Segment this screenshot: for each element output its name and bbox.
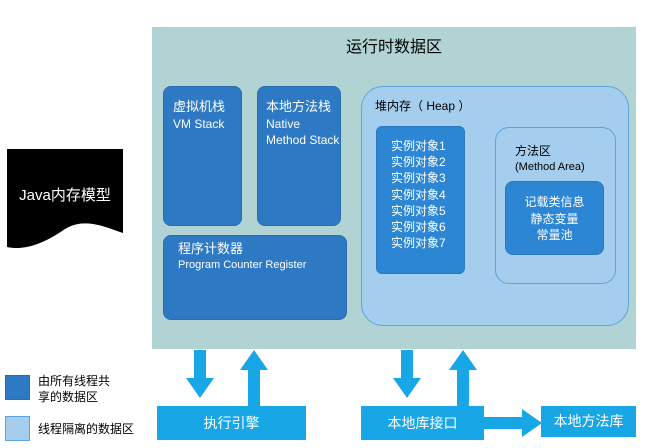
java-memory-model-label: Java内存模型 [19,187,111,204]
heap-object: 实例对象3 [391,171,446,186]
execution-engine-box: 执行引擎 [157,406,306,440]
native-interface-label: 本地库接口 [387,415,458,431]
legend-isolated-label: 线程隔离的数据区 [38,422,135,436]
method-area-title-cn: 方法区 [515,144,552,158]
pc-register-label-en: Program Counter Register [178,259,307,271]
heap-object: 实例对象1 [391,139,446,153]
java-memory-model-shape [7,149,123,249]
up-arrow-icon [240,350,268,406]
native-stack-label-cn: 本地方法栈 [266,99,332,114]
heap-objects-box: 实例对象1 实例对象2 实例对象3 实例对象4 实例对象5 实例对象6 实例对象… [376,126,465,274]
native-stack-label-en2: Method Stack [266,133,340,147]
heap-title: 堆内存（ Heap ） [375,99,471,113]
native-method-stack-box: 本地方法栈 Native Method Stack [257,86,341,226]
legend-shared-line2: 享的数据区 [38,390,99,404]
legend-isolated-swatch [5,416,30,441]
heap-object: 实例对象4 [391,187,446,202]
execution-engine-label: 执行引擎 [203,415,260,431]
down-arrow-icon [186,350,214,398]
native-interface-box: 本地库接口 [361,406,484,440]
heap-object: 实例对象5 [391,203,446,218]
legend-shared-label: 由所有线程共 享的数据区 [38,373,110,405]
program-counter-register-box: 程序计数器 Program Counter Register [163,235,347,320]
native-library-box: 本地方法库 [541,406,636,437]
right-arrow-icon [484,409,542,437]
runtime-data-area-title: 运行时数据区 [345,39,442,56]
method-area-item: 静态变量 [530,211,579,226]
legend-shared-swatch [5,375,30,400]
legend-shared-line1: 由所有线程共 [38,374,111,388]
vm-stack-box: 虚拟机栈 VM Stack [163,86,242,226]
native-stack-label-en1: Native [266,117,301,131]
native-library-label: 本地方法库 [553,413,624,429]
method-area-contents: 记载类信息 静态变量 常量池 [505,181,604,255]
heap-object-list: 实例对象1 实例对象2 实例对象3 实例对象4 实例对象5 实例对象6 实例对象… [391,138,446,251]
method-area-item: 常量池 [536,228,573,242]
vm-stack-label-en: VM Stack [173,117,225,131]
pc-register-label-cn: 程序计数器 [178,241,244,256]
heap-object: 实例对象7 [391,236,446,251]
heap-object: 实例对象6 [391,220,446,235]
up-arrow-icon [449,350,477,406]
method-area-item: 记载类信息 [524,195,585,209]
method-area-item-list: 记载类信息 静态变量 常量池 [506,194,603,244]
heap-object: 实例对象2 [391,155,446,170]
vm-stack-label-cn: 虚拟机栈 [173,99,226,114]
method-area-title: 方法区 (Method Area) [515,143,585,175]
down-arrow-icon [393,350,421,398]
method-area-title-en: (Method Area) [515,161,585,173]
